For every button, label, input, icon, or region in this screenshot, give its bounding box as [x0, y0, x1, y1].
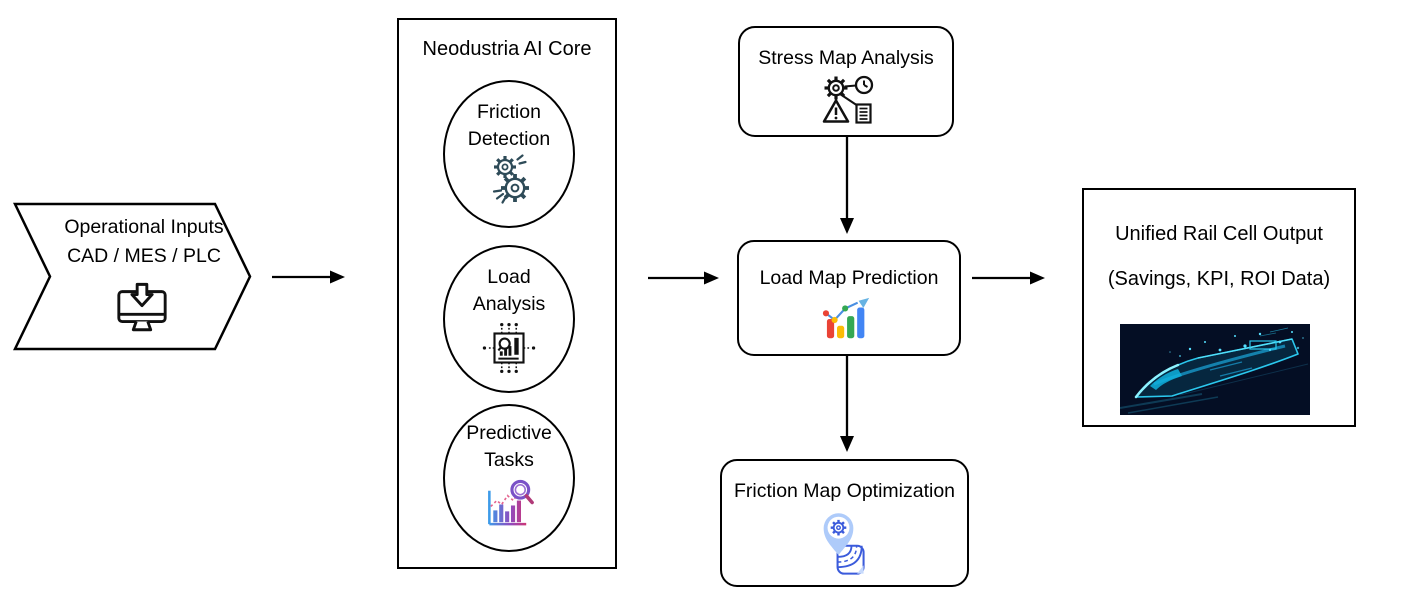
output-label-line1: Unified Rail Cell Output	[1115, 223, 1323, 245]
input-label-line1: Operational Inputs	[64, 216, 224, 238]
input-chevron-shape	[13, 202, 252, 351]
friction-gears-icon	[492, 154, 529, 204]
load-analysis-label-line2: Analysis	[472, 293, 546, 315]
load-map-label: Load Map Prediction	[759, 267, 939, 289]
core-module-predictive-tasks: Predictive Tasks	[443, 404, 575, 552]
digital-train-image	[1119, 324, 1310, 415]
predictive-chart-icon	[487, 479, 534, 526]
friction-map-label: Friction Map Optimization	[733, 480, 956, 502]
gear-clock-warning-doc-icon	[822, 75, 874, 124]
chip-analysis-icon	[482, 322, 536, 374]
growth-bars-arrow-icon	[822, 297, 870, 339]
stress-map-label: Stress Map Analysis	[758, 47, 934, 69]
output-node: Unified Rail Cell Output (Savings, KPI, …	[1082, 188, 1356, 427]
input-label-line2: CAD / MES / PLC	[67, 245, 221, 267]
arrow-input-to-core	[272, 270, 345, 284]
input-node: Operational Inputs CAD / MES / PLC	[45, 213, 243, 271]
arrow-load-map-to-friction-map	[840, 353, 854, 452]
friction-detection-label-line1: Friction	[477, 101, 541, 123]
core-box: Neodustria AI Core Friction Detection	[397, 18, 617, 569]
monitor-download-icon	[114, 282, 170, 341]
core-title: Neodustria AI Core	[422, 38, 592, 60]
load-analysis-label-line1: Load	[487, 266, 531, 288]
load-map-node: Load Map Prediction	[737, 240, 961, 356]
map-pin-gear-road-icon	[823, 513, 865, 575]
core-module-load-analysis: Load Analysis	[443, 245, 575, 393]
friction-detection-label-line2: Detection	[467, 128, 551, 150]
stress-map-node: Stress Map Analysis	[738, 26, 954, 137]
core-module-friction-detection: Friction Detection	[443, 80, 575, 228]
predictive-tasks-label-line1: Predictive	[466, 422, 552, 444]
arrow-stress-to-load-map	[840, 135, 854, 234]
arrow-core-to-load-map	[648, 271, 719, 285]
arrow-load-map-to-output	[972, 271, 1045, 285]
friction-map-node: Friction Map Optimization	[720, 459, 969, 587]
predictive-tasks-label-line2: Tasks	[484, 449, 534, 471]
output-label-line2: (Savings, KPI, ROI Data)	[1107, 268, 1331, 290]
